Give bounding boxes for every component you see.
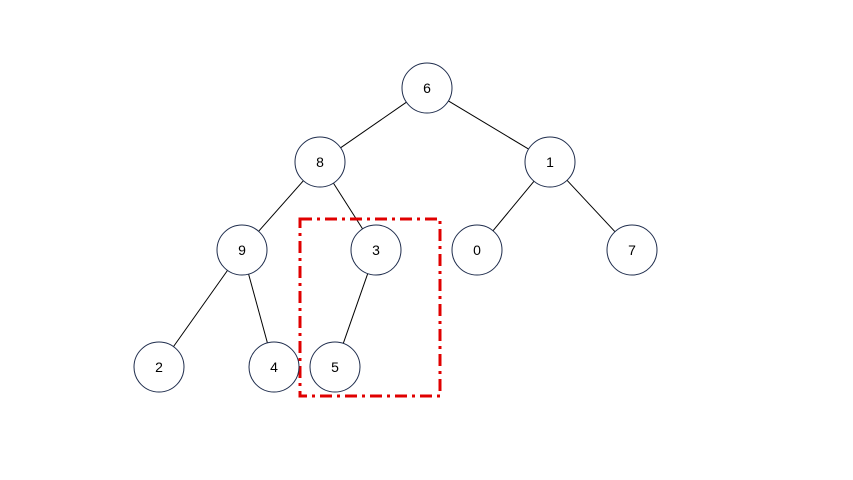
tree-node-3: 3 (350, 224, 402, 276)
node-circle (309, 341, 361, 393)
node-label: 1 (546, 154, 554, 170)
edge-n3-n5 (342, 273, 369, 344)
node-circle (451, 224, 503, 276)
edge-n1-n0 (492, 180, 535, 232)
node-label: 3 (372, 242, 380, 258)
edge-n9-n4 (248, 273, 268, 344)
node-label: 6 (423, 80, 431, 96)
tree-node-6: 6 (401, 62, 453, 114)
tree-node-8: 8 (294, 136, 346, 188)
node-circle (606, 224, 658, 276)
node-label: 9 (238, 242, 246, 258)
node-circle (401, 62, 453, 114)
node-label: 8 (316, 154, 324, 170)
edge-n6-n8 (340, 101, 407, 149)
node-circle (294, 136, 346, 188)
highlight-subtree-box (298, 217, 442, 398)
node-label: 0 (473, 242, 481, 258)
node-label: 7 (628, 242, 636, 258)
node-circle (216, 224, 268, 276)
edge-n8-n9 (258, 180, 304, 232)
node-circle (350, 224, 402, 276)
edge-n6-n1 (448, 100, 529, 150)
node-circle (524, 136, 576, 188)
node-circle (133, 341, 185, 393)
edge-n9-n2 (173, 270, 228, 347)
tree-edges (173, 100, 616, 347)
tree-node-9: 9 (216, 224, 268, 276)
tree-node-4: 4 (248, 341, 300, 393)
node-circle (248, 341, 300, 393)
edge-n1-n7 (566, 179, 616, 233)
node-label: 5 (331, 359, 339, 375)
tree-node-1: 1 (524, 136, 576, 188)
edge-n8-n3 (333, 182, 363, 230)
tree-node-0: 0 (451, 224, 503, 276)
node-label: 2 (155, 359, 163, 375)
tree-node-5: 5 (309, 341, 361, 393)
node-label: 4 (270, 359, 278, 375)
tree-nodes: 6 8 1 9 3 0 7 2 4 5 (133, 62, 658, 393)
tree-node-2: 2 (133, 341, 185, 393)
tree-node-7: 7 (606, 224, 658, 276)
